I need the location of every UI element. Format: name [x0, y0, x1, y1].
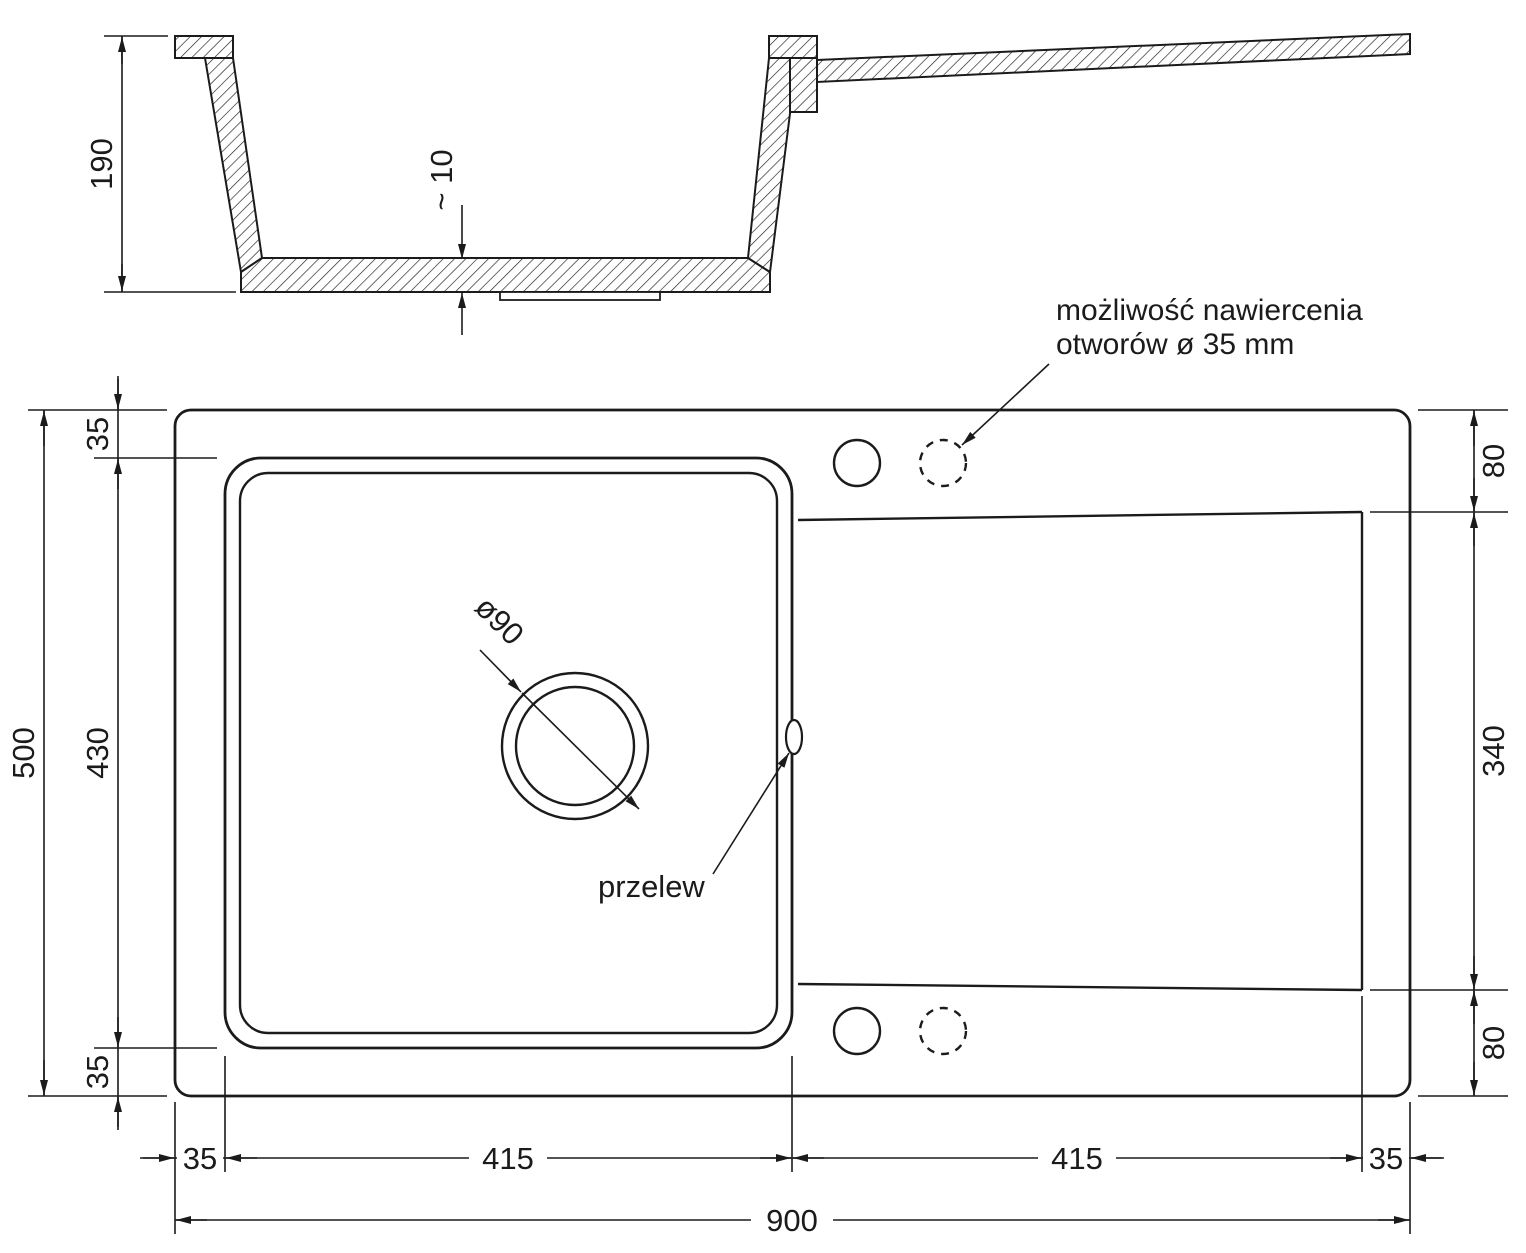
dim-left-chain: 35 430 35	[80, 376, 217, 1130]
dim-total-width: 900	[175, 1203, 1410, 1238]
drain-boss-section	[499, 291, 661, 301]
dim-bowl-height-label: 430	[80, 727, 115, 779]
cross-section-view: 190 ~ 10	[84, 32, 1411, 335]
label-backdrop	[469, 1142, 547, 1174]
drainboard-section	[816, 32, 1411, 84]
dim-right-chain: 80 340 80	[1370, 409, 1511, 1097]
rim-divider-section	[768, 35, 818, 59]
dim-margin-right-label: 35	[1369, 1141, 1403, 1176]
drill-note-line2: otworów ø 35 mm	[1056, 328, 1294, 361]
dim-right-bottom-label: 80	[1476, 1026, 1511, 1060]
divider-drop-section	[789, 57, 818, 113]
drain-leader-arrow	[479, 649, 522, 693]
drainboard-bottom-edge	[797, 982, 1363, 992]
dim-margin-left-label: 35	[183, 1141, 217, 1176]
drill-note-leader-arrow	[961, 363, 1050, 446]
drain: ø90	[468, 589, 650, 821]
dim-bottom-chain: 35 415 415 35	[140, 996, 1444, 1234]
label-backdrop	[177, 1142, 223, 1174]
plan-dimensions: 500 35 430 35 80	[6, 376, 1511, 1238]
bowl-bottom-section	[240, 257, 771, 293]
drain-circle-outer	[500, 671, 650, 821]
drill-note-line1: możliwość nawiercenia	[1056, 294, 1363, 327]
rim-left-section	[174, 35, 234, 59]
dim-bowl-width-label: 415	[482, 1141, 534, 1176]
overflow-slot	[784, 718, 804, 756]
drain-diameter-label: ø90	[468, 589, 531, 652]
dim-margin-top-label: 35	[80, 417, 115, 451]
label-backdrop	[751, 1204, 833, 1236]
label-backdrop	[1038, 1142, 1116, 1174]
drill-note: możliwość nawiercenia otworów ø 35 mm	[961, 294, 1363, 446]
plan-view: ø90 przelew możliwość nawiercenia otworó…	[173, 294, 1412, 1098]
dim-total-height-label: 500	[6, 727, 41, 779]
dim-right-top-label: 80	[1476, 444, 1511, 478]
dim-depth-label: 190	[84, 138, 119, 190]
label-backdrop	[1363, 1142, 1409, 1174]
bowl-inner-outline	[238, 471, 779, 1035]
overflow-label: przelew	[598, 869, 705, 904]
dim-total-height: 500	[6, 409, 167, 1097]
faucet-hole-optional-bottom	[918, 1006, 968, 1056]
faucet-holes	[832, 438, 968, 1056]
dim-drainer-width-label: 415	[1051, 1141, 1103, 1176]
faucet-hole-top	[832, 438, 882, 488]
dim-bottom-thickness: ~ 10	[424, 149, 466, 335]
overflow-leader-arrow	[712, 752, 790, 875]
faucet-hole-bottom	[832, 1006, 882, 1056]
overflow: przelew	[598, 718, 804, 904]
dim-total-width-label: 900	[766, 1203, 818, 1238]
drainboard-top-edge	[797, 510, 1363, 522]
dim-margin-bottom-label: 35	[80, 1055, 115, 1089]
drainboard	[797, 510, 1364, 992]
dim-drainer-height-label: 340	[1476, 725, 1511, 777]
faucet-hole-optional-top	[918, 438, 968, 488]
bowl-outline	[223, 456, 794, 1050]
dim-depth: 190	[84, 35, 236, 293]
dim-bottom-thickness-label: ~ 10	[424, 149, 459, 210]
drain-circle-inner	[514, 685, 636, 807]
bowl-wall-left-section	[203, 57, 264, 274]
drain-diameter-line	[521, 692, 640, 810]
